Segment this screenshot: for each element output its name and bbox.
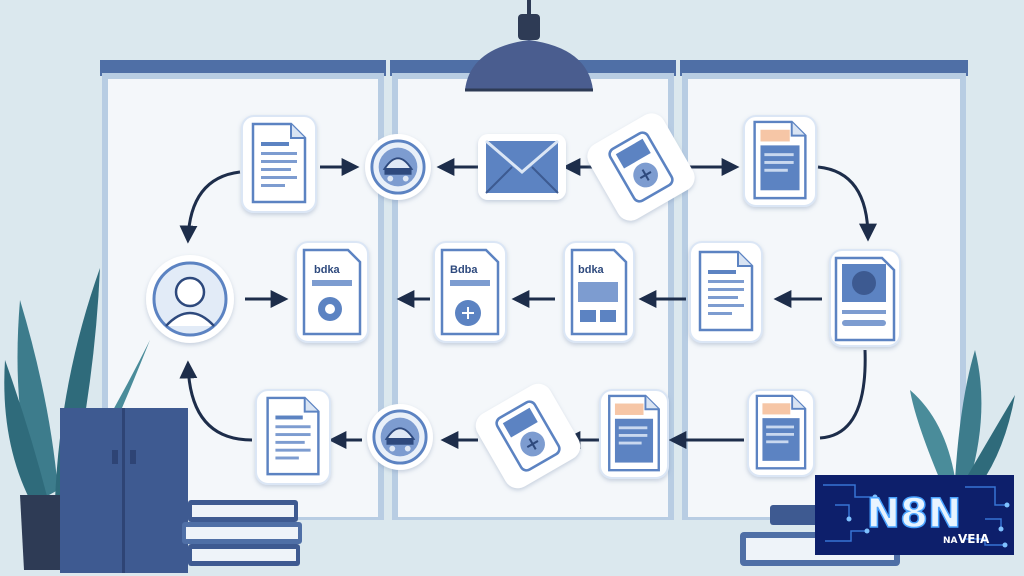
gear-doc-icon: bdka [295, 241, 369, 343]
doc-label: bdka [314, 264, 341, 276]
lamp-icon [465, 0, 593, 92]
books-icon [182, 500, 302, 566]
tag-icon [475, 383, 581, 489]
logo-main-text: N8N [867, 491, 962, 537]
doc-label: Bdba [450, 264, 478, 276]
user-avatar-icon [146, 255, 234, 343]
document-icon [689, 241, 763, 343]
document-icon: bdka [563, 241, 635, 343]
document-icon [599, 389, 669, 479]
document-icon [829, 249, 901, 347]
document-icon [241, 115, 317, 213]
robot-node-icon [367, 404, 433, 470]
logo-sub-right: VEIA [958, 532, 990, 546]
n8n-logo: N8N NA VEIA [815, 475, 1014, 555]
email-icon [478, 134, 566, 200]
tag-icon [587, 113, 695, 221]
document-icon: Bdba [433, 241, 507, 343]
doc-label: bdka [578, 264, 605, 276]
cabinet-icon [60, 408, 188, 573]
logo-graphic: N8N NA VEIA [815, 475, 1014, 555]
logo-sub-left: NA [943, 536, 958, 546]
document-icon [255, 389, 331, 485]
plant-icon [910, 350, 1015, 485]
document-icon [747, 389, 815, 477]
document-icon [743, 115, 817, 207]
robot-node-icon [365, 134, 431, 200]
window-right [680, 60, 968, 523]
